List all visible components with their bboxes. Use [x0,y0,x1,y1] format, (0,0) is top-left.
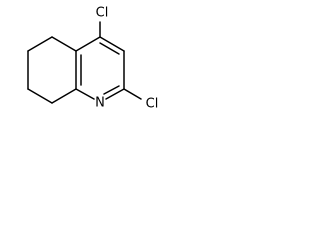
bond-c4-c4a [75,36,101,52]
bond-c4a-c5 [51,36,77,52]
bond-c7-c8 [27,88,53,104]
bond-c5-c6 [27,36,53,52]
bond-c8a-n1 [75,88,95,100]
chlorine-top-label: Cl [96,6,109,21]
bond-n1-c2-inner [103,85,120,95]
bond-c2-cl [123,88,142,100]
bond-c8-c8a [51,88,77,104]
bond-n1-c2 [105,88,125,100]
bond-c3-c4-inner [99,42,120,55]
nitrogen-label: N [95,96,105,111]
molecule-structure: Cl N Cl [27,6,159,112]
chlorine-right-label: Cl [146,97,159,112]
bond-c3-c4 [99,36,125,52]
